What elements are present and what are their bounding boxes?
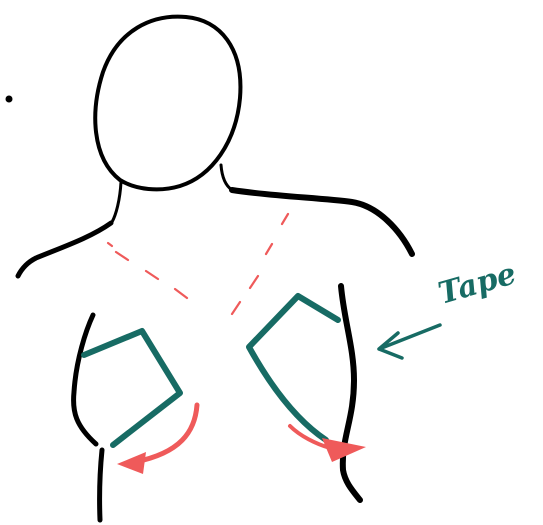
right-shoulder: [232, 190, 412, 254]
left-torso-lower: [100, 450, 102, 520]
left-shoulder: [18, 223, 111, 276]
guide-lines-dashed: [108, 214, 288, 314]
right-torso: [341, 286, 360, 500]
neck-left: [112, 182, 121, 222]
guide-line-right: [232, 214, 288, 314]
tape-label: Tape: [435, 256, 521, 311]
curved-arrow-left-icon: [117, 452, 146, 474]
left-torso-upper: [74, 315, 96, 444]
head-outline: [95, 17, 240, 190]
tape-right: [249, 296, 338, 440]
neck-right: [221, 165, 232, 190]
guide-line-left-top: [108, 243, 112, 246]
guide-line-left: [116, 252, 187, 298]
dot-mark: [6, 96, 13, 103]
arrow-left-icon: [379, 325, 440, 358]
tape-left: [84, 331, 180, 445]
